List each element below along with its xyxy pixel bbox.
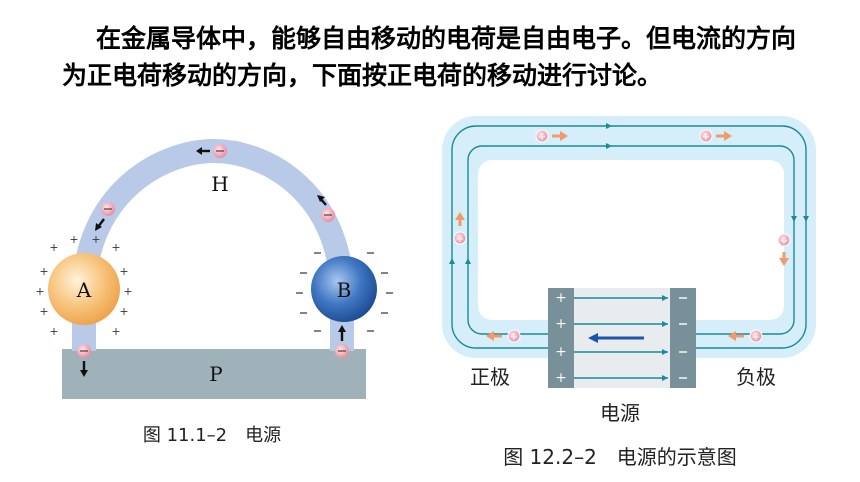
label-p: P <box>209 362 222 386</box>
svg-text:+: + <box>49 241 58 254</box>
sphere-b <box>311 256 377 322</box>
svg-text:+: + <box>510 332 518 343</box>
ground-conductor-p <box>62 349 366 399</box>
positive-plate <box>548 288 574 388</box>
intro-text: 在金属导体中，能够自由移动的电荷是自由电子。但电流的方向为正电荷移动的方向，下面… <box>62 24 797 90</box>
svg-text:+: + <box>780 236 788 247</box>
electron-top <box>196 144 227 158</box>
svg-text:+: + <box>752 332 760 343</box>
svg-text:+: + <box>39 305 48 318</box>
negative-plate <box>670 288 696 388</box>
sphere-b-minus-signs <box>296 252 393 332</box>
loop-inner-window <box>478 160 784 320</box>
figure-power-source-right: + + + + + + <box>438 112 823 482</box>
internal-current-arrow <box>588 333 644 343</box>
svg-text:+: + <box>555 290 567 306</box>
svg-text:+: + <box>555 370 567 386</box>
caption-right: 图 12.2–2 电源的示意图 <box>503 445 737 469</box>
label-h: H <box>211 172 228 196</box>
svg-text:+: + <box>111 325 120 338</box>
svg-text:+: + <box>456 234 464 245</box>
svg-text:+: + <box>39 265 48 278</box>
caption-left: 图 11.1–2 电源 <box>143 425 281 446</box>
figure-left-svg: A + + + + + + + + + + + + B <box>35 138 393 446</box>
positive-charge-right-side: + <box>777 233 791 266</box>
svg-text:+: + <box>702 132 710 143</box>
positive-charge-bottom-left: + <box>486 329 521 343</box>
line-arrowheads <box>449 123 809 264</box>
intro-paragraph: 在金属导体中，能够自由移动的电荷是自由电子。但电流的方向为正电荷移动的方向，下面… <box>62 20 802 94</box>
electron-left-leg <box>77 344 91 377</box>
svg-text:+: + <box>91 233 100 246</box>
positive-plate-signs: + + + + <box>555 290 567 386</box>
label-negative-pole: 负极 <box>736 365 776 389</box>
figure-right-svg: + + + + + + <box>442 116 816 469</box>
sphere-a <box>48 253 120 325</box>
positive-charge-top-right: + <box>699 129 732 143</box>
label-power-source: 电源 <box>600 401 640 425</box>
svg-text:+: + <box>119 265 128 278</box>
svg-text:+: + <box>111 241 120 254</box>
svg-text:+: + <box>555 344 567 360</box>
electron-right-leg <box>335 325 349 358</box>
electron-upper-right <box>317 195 335 222</box>
svg-text:+: + <box>555 316 567 332</box>
svg-text:+: + <box>49 325 58 338</box>
positive-charge-bottom-right: + <box>728 329 763 343</box>
label-a: A <box>76 278 92 302</box>
label-b: B <box>337 278 352 302</box>
svg-text:+: + <box>123 285 132 298</box>
label-positive-pole: 正极 <box>470 365 510 389</box>
svg-text:+: + <box>119 305 128 318</box>
positive-charge-top-left: + <box>535 129 568 143</box>
source-internal-lines <box>568 297 668 379</box>
svg-text:+: + <box>538 132 546 143</box>
electron-upper-left <box>95 202 115 231</box>
negative-plate-signs <box>679 297 687 379</box>
positive-charge-left-side: + <box>453 212 467 245</box>
source-internal-arrowheads <box>662 295 668 381</box>
svg-text:+: + <box>35 285 44 298</box>
svg-text:+: + <box>69 233 78 246</box>
figure-power-source-left: A + + + + + + + + + + + + B <box>30 135 400 455</box>
sphere-a-plus-signs: + + + + + + + + + + + + <box>35 233 132 338</box>
